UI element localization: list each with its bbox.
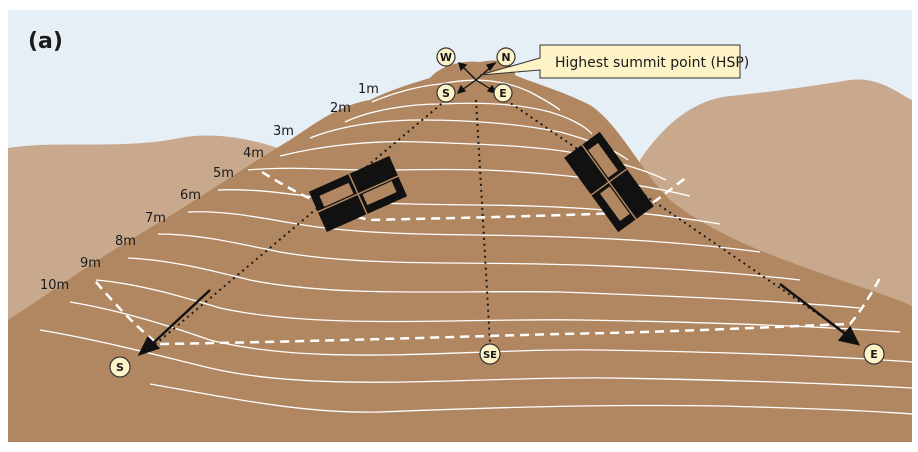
direction-arrows (137, 283, 861, 357)
contour-line-13 (149, 383, 913, 415)
transect-lines (145, 99, 851, 353)
compass-badge-bottom-s: S (109, 356, 131, 378)
contour-line-12 (39, 329, 913, 389)
contour-label-10m: 10m (40, 278, 69, 293)
svg-text:S: S (442, 87, 450, 100)
summit-compass-arrows (456, 61, 498, 95)
svg-text:E: E (499, 87, 507, 100)
svg-text:S: S (116, 361, 124, 374)
compass-badge-bottom-e: E (863, 343, 885, 365)
svg-text:SE: SE (483, 350, 497, 361)
contour-label-5m: 5m (213, 166, 234, 181)
south-arrow-head (137, 335, 161, 357)
contour-label-4m: 4m (243, 146, 264, 161)
compass-badge-bottom-se: SE (479, 343, 501, 365)
contour-line-4m (279, 140, 667, 181)
compass-badge-top-e: E (493, 83, 513, 103)
contour-line-1m (371, 79, 561, 111)
contour-line-7m (187, 211, 761, 253)
compass-badge-top-n: N (496, 47, 516, 67)
east-arrow-head (837, 325, 861, 346)
contour-label-2m: 2m (330, 101, 351, 116)
quadrat-left (308, 156, 408, 232)
upper-plot-boundary (261, 170, 689, 222)
east-arrow-shaft (779, 283, 849, 337)
plot-boundaries (95, 170, 882, 346)
south-arrow-shaft (149, 289, 211, 347)
contour-labels: 1m 2m 3m 4m 5m 6m 7m 8m 9m 10m (40, 82, 379, 293)
lower-plot-boundary (95, 277, 882, 346)
contour-line-8m (157, 233, 801, 281)
compass-badge-top-w: W (436, 47, 456, 67)
compass-badge-top-s: S (436, 83, 456, 103)
contour-line-2m (344, 102, 593, 135)
contour-line-9m (127, 257, 861, 309)
main-hill (8, 60, 912, 443)
contour-label-7m: 7m (145, 211, 166, 226)
svg-text:W: W (440, 51, 452, 64)
contour-line-11 (69, 301, 913, 363)
svg-text:E: E (870, 348, 878, 361)
callout-text: Highest summit point (HSP) (555, 55, 749, 71)
contour-label-3m: 3m (273, 124, 294, 139)
transect-southeast (475, 99, 491, 343)
contour-label-8m: 8m (115, 234, 136, 249)
callout-box (479, 44, 741, 79)
contour-line-10m (95, 279, 901, 333)
contour-label-9m: 9m (80, 256, 101, 271)
panel-label: (a) (28, 29, 63, 54)
contour-label-1m: 1m (358, 82, 379, 97)
contour-label-6m: 6m (180, 188, 201, 203)
svg-text:N: N (501, 51, 510, 64)
quadrat-right (564, 131, 654, 233)
